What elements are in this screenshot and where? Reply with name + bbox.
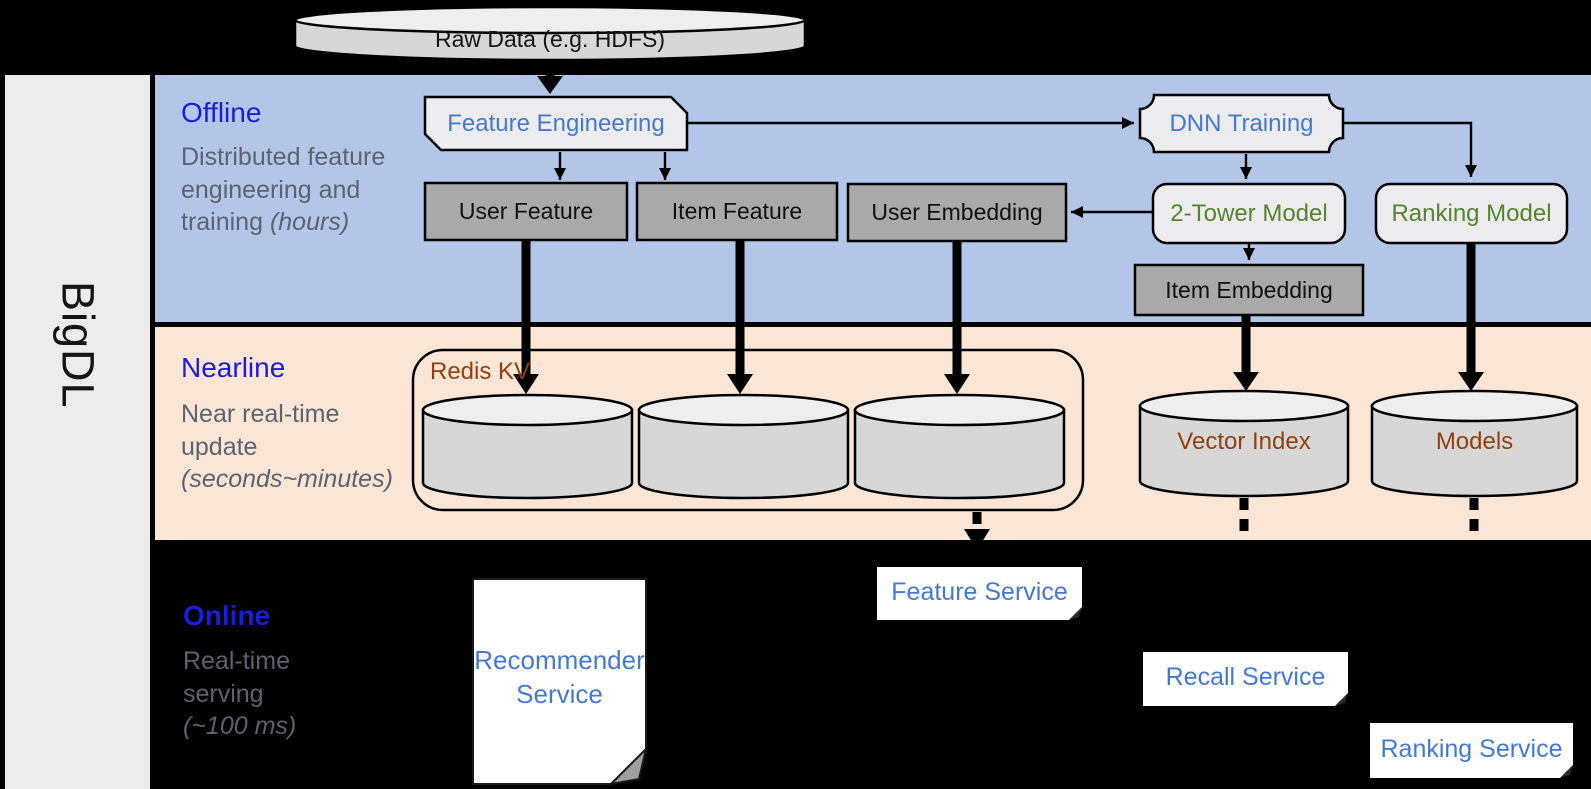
recommender-service-shape [472,578,648,786]
thin-connectors [554,117,1477,260]
redis-kv-label: Redis KV [430,358,531,386]
online-description-text: Real-time serving [183,647,290,708]
arrow-dnn-to-rankingmodel [1343,121,1477,177]
recommender-service-label: Recommender Service [474,644,645,709]
thick-connectors [521,59,1476,374]
online-section-title: Online [183,599,271,631]
two-tower-model-shape [1151,182,1347,245]
nearline-description-text: Near real-time update [181,400,340,461]
nearline-section-description: Near real-time update (seconds~minutes) [181,398,396,496]
thick-arrowheads [513,76,1484,394]
item-embedding-shape [1133,263,1365,317]
bigdl-sidebar [5,75,150,789]
ranking-service-shape [1370,723,1573,778]
offline-section-title: Offline [181,96,262,128]
user-feature-shape [423,181,629,242]
feature-service-shape [877,567,1082,620]
ranking-service-label: Ranking Service [1380,734,1563,763]
offline-timing-text: (hours) [269,208,350,236]
ranking-model-label: Ranking Model [1391,199,1552,227]
two-tower-model-label: 2-Tower Model [1170,199,1328,227]
vector-index-cylinder [1138,389,1350,498]
recall-service-shape [1143,652,1348,706]
user-embedding-shape [846,182,1068,243]
nearline-timing-text: (seconds~minutes) [181,465,393,493]
vector-index-label: Vector Index [1177,428,1311,456]
kv-cylinder-1 [421,393,634,500]
nearline-section-title: Nearline [181,351,286,383]
dashed-arrowhead [964,529,990,550]
item-embedding-label: Item Embedding [1165,276,1333,303]
ranking-model-shape [1374,182,1569,245]
bigdl-brand-label: BigDL [52,281,104,409]
online-timing-text: (~100 ms) [183,712,297,740]
item-feature-label: Item Feature [671,198,803,225]
feature-service-label: Feature Service [891,577,1068,606]
kv-cylinder-3 [853,393,1066,500]
user-feature-label: User Feature [458,198,594,225]
offline-section-description: Distributed feature engineering and trai… [181,141,386,239]
kv-cylinder-2 [637,393,850,500]
dnn-training-label: DNN Training [1169,109,1314,137]
dnn-training-shape [1138,93,1345,154]
redis-kv-container [411,348,1085,512]
user-embedding-label: User Embedding [871,199,1043,226]
dashed-connectors [972,498,1479,540]
models-cylinder [1370,389,1579,498]
models-label: Models [1435,428,1514,456]
feature-engineering-label: Feature Engineering [447,109,665,137]
feature-engineering-shape [423,95,689,152]
raw-data-label: Raw Data (e.g. HDFS) [434,25,666,52]
recall-service-label: Recall Service [1165,663,1326,692]
raw-data-cylinder [293,5,807,62]
item-feature-shape [635,181,839,242]
online-section-description: Real-time serving (~100 ms) [183,645,313,743]
offline-description-text: Distributed feature engineering and trai… [181,143,386,236]
